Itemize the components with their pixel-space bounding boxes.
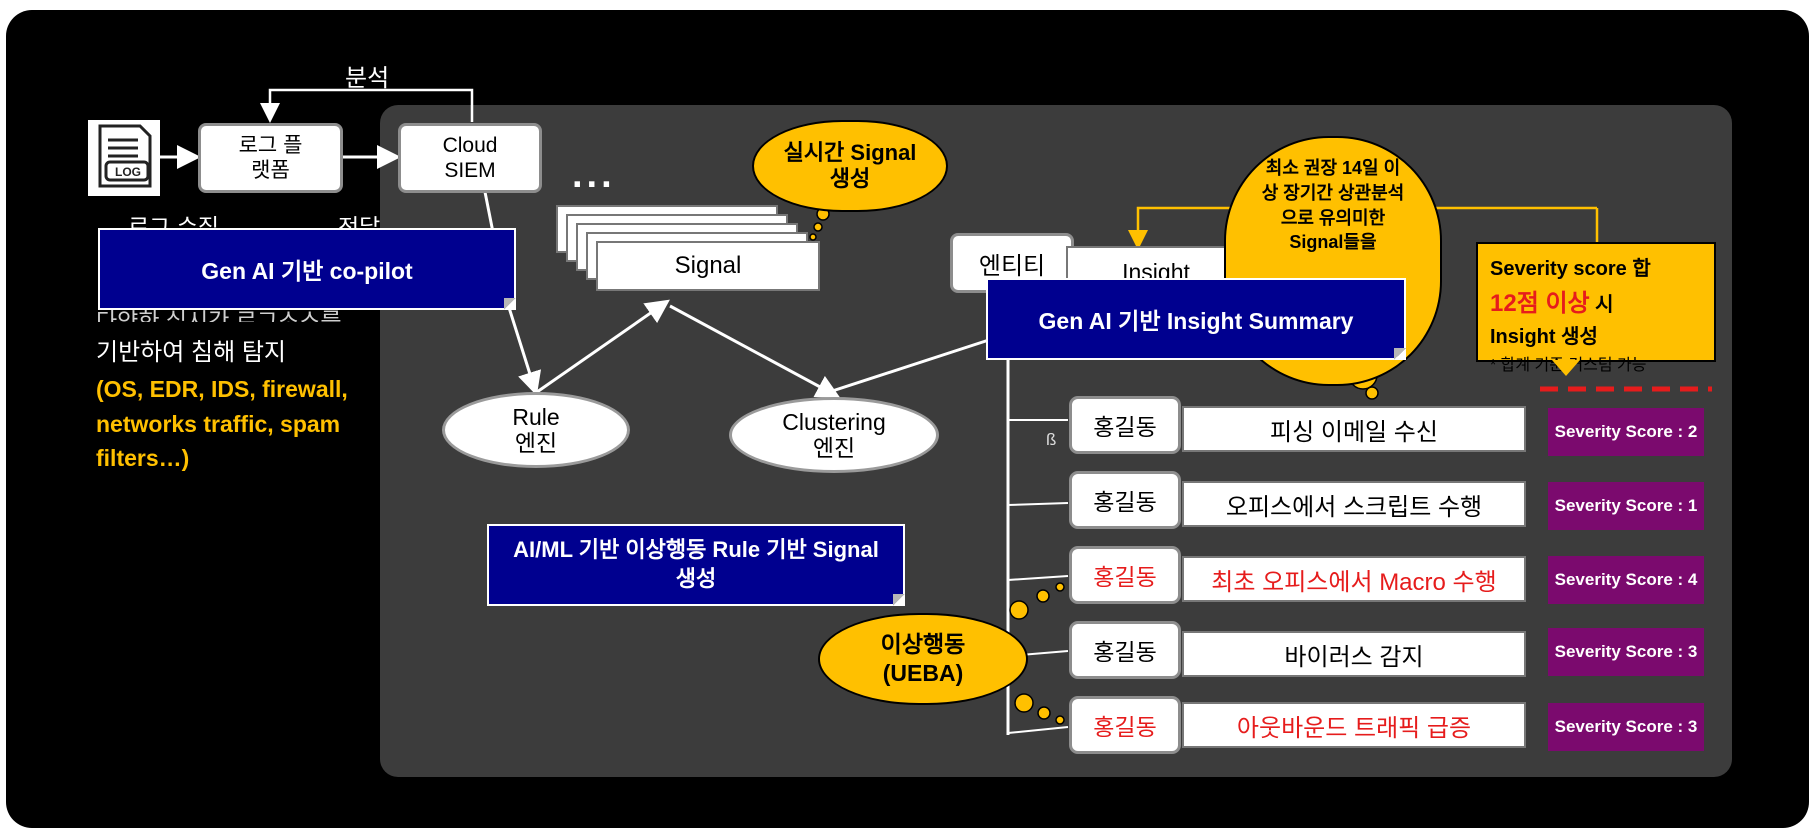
ueba-cloud: 이상행동 (UEBA) [818,613,1028,705]
copilot-label: Gen AI 기반 co-pilot [201,258,413,284]
clustering-engine-ellipse: Clustering 엔진 [729,397,939,473]
insight-summary-label: Gen AI 기반 Insight Summary [1038,308,1354,334]
entity-label: 엔티티 [978,252,1046,280]
log-icon-text: LOG [115,165,141,179]
rule-engine-label: Rule 엔진 [512,403,560,456]
cloud-siem-label: Cloud SIEM [442,133,498,182]
event-description: 바이러스 감지 [1182,631,1526,677]
correlation-cloud-label: 최소 권장 14일 이상 장기간 상관분석으로 유의미한 Signal들을 [1261,158,1405,253]
event-description: 오피스에서 스크립트 수행 [1182,481,1526,527]
cloud-siem-box: Cloud SIEM [398,123,542,193]
severity-note-threshold: 12점 이상 [1490,290,1590,317]
severity-score-badge: Severity Score : 1 [1548,482,1704,530]
aiml-label-box: AI/ML 기반 이상행동 Rule 기반 Signal 생성 [487,524,905,606]
rule-engine-ellipse: Rule 엔진 [442,392,630,468]
severity-note-suffix: 시 [1595,294,1614,316]
entity-name: 홍길동 [1069,546,1181,604]
stray-character: ß [1046,430,1057,449]
severity-score-badge: Severity Score : 3 [1548,628,1704,676]
log-sources-text: (OS, EDR, IDS, firewall, networks traffi… [96,376,348,471]
severity-note-line3: Insight 생성 [1490,326,1598,348]
insight-summary-box: Gen AI 기반 Insight Summary [986,278,1406,360]
signal-label: Signal [674,252,742,279]
event-description: 피싱 이메일 수신 [1182,406,1526,452]
severity-note-line1: Severity score 합 [1490,258,1651,280]
realtime-signal-label: 실시간 Signal 생성 [783,139,917,191]
severity-note-line4: * 합계 기준 커스텀 가능 [1490,357,1647,374]
severity-score-badge: Severity Score : 2 [1548,408,1704,456]
severity-threshold-note: Severity score 합 12점 이상 시 Insight 생성 * 합… [1476,242,1716,374]
signal-card: Signal [596,241,820,291]
event-description: 아웃바운드 트래픽 급증 [1182,702,1526,748]
clustering-engine-label: Clustering 엔진 [782,408,886,461]
aiml-label: AI/ML 기반 이상행동 Rule 기반 Signal 생성 [513,537,879,591]
analysis-label: 분석 [345,65,390,92]
log-platform-box: 로그 플랫폼 [198,123,343,193]
entity-name: 홍길동 [1069,471,1181,529]
ellipsis-mark: ... [572,154,616,196]
ueba-label: 이상행동 (UEBA) [880,631,966,686]
entity-name: 홍길동 [1069,696,1181,754]
copilot-label-box: Gen AI 기반 co-pilot [98,228,516,310]
log-document-icon: LOG [88,120,160,196]
severity-note-pointer [1552,360,1580,376]
realtime-signal-cloud: 실시간 Signal 생성 [752,120,948,212]
severity-score-badge: Severity Score : 4 [1548,556,1704,604]
event-description: 최초 오피스에서 Macro 수행 [1182,556,1526,602]
entity-name: 홍길동 [1069,396,1181,454]
severity-score-badge: Severity Score : 3 [1548,703,1704,751]
entity-name: 홍길동 [1069,621,1181,679]
description-partial: 다양한 실시간 로그소스를 [96,308,342,322]
description-text: 기반하여 침해 탐지 [96,339,286,366]
log-platform-label: 로그 플랫폼 [238,133,303,182]
